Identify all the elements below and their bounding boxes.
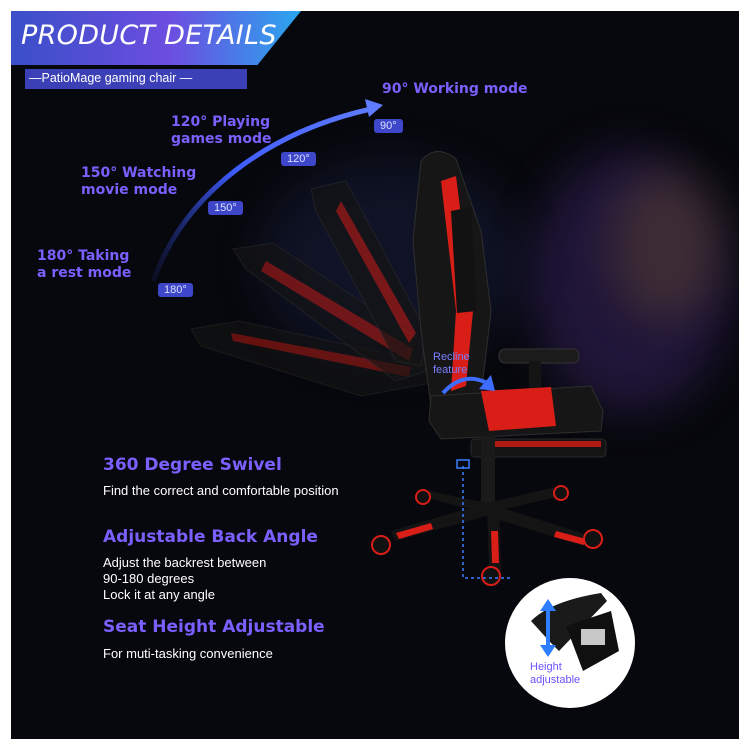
feature-title-back-angle: Adjustable Back Angle: [103, 527, 318, 547]
product-subtitle: —PatioMage gaming chair —: [29, 71, 193, 85]
degree-badge-120: 120°: [281, 152, 316, 166]
page-title: PRODUCT DETAILS: [21, 20, 277, 51]
feature-desc-swivel: Find the correct and comfortable positio…: [103, 483, 339, 498]
bg-glow-purple: [531, 151, 731, 411]
degree-badge-90: 90°: [374, 119, 403, 133]
bg-glow-gold: [611, 171, 721, 321]
mode-label-120: 120° Playing games mode: [171, 114, 272, 147]
chair-seat: [428, 385, 604, 440]
subtitle-banner: [25, 69, 247, 89]
height-lever-illustration: [531, 593, 619, 671]
chair-base: [391, 436, 591, 571]
product-details-panel: PRODUCT DETAILS —PatioMage gaming chair …: [11, 11, 739, 739]
height-adjustable-label: Height adjustable: [530, 661, 581, 686]
recline-arrow-icon: [441, 376, 488, 395]
degree-badge-180: 180°: [158, 283, 193, 297]
chair-backrest: [412, 151, 492, 407]
title-banner: [11, 11, 301, 65]
degree-badge-150: 150°: [208, 201, 243, 215]
mode-label-180: 180° Taking a rest mode: [37, 248, 132, 281]
feature-desc-seat-height: For muti-tasking convenience: [103, 646, 273, 661]
chair-footrest: [470, 438, 607, 458]
gaming-chair-illustration: [190, 151, 607, 586]
feature-desc-back-angle: Adjust the backrest between 90-180 degre…: [103, 555, 267, 602]
feature-title-seat-height: Seat Height Adjustable: [103, 617, 325, 637]
recline-feature-label: Recline feature: [433, 351, 470, 376]
curved-arrow-icon: [151, 99, 383, 282]
vertical-double-arrow-icon: [540, 599, 556, 657]
mode-label-90: 90° Working mode: [382, 81, 528, 97]
chair-casters: [371, 485, 603, 586]
ghost-backrest-120: [310, 180, 427, 367]
lever-callout-line: [462, 466, 511, 579]
feature-title-swivel: 360 Degree Swivel: [103, 455, 282, 475]
mode-label-150: 150° Watching movie mode: [81, 165, 197, 198]
